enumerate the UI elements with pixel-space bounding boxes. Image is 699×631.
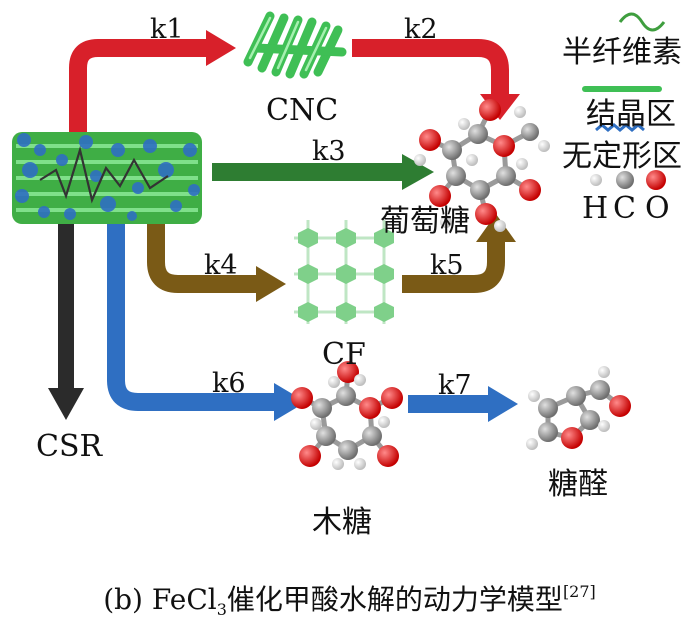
node-glucose-label: 葡萄糖: [380, 204, 470, 239]
node-cf-label: CF: [322, 337, 366, 372]
arrow-k5: [402, 240, 505, 293]
arrow-k1: [69, 39, 208, 133]
arrow-k4: [147, 220, 258, 293]
legend-crystalline-label: 结晶区: [586, 97, 676, 132]
arrow-k6-head: [274, 383, 306, 421]
cf-lattice-icon: [294, 220, 394, 324]
legend-amorphous-label: 无定形区: [562, 139, 682, 174]
label-k4: k4: [204, 250, 238, 281]
biomass-bundle-icon: [12, 132, 202, 224]
node-xylose-label: 木糖: [312, 505, 372, 540]
label-k7: k7: [438, 370, 472, 401]
legend-hemicellulose-icon: [618, 12, 666, 32]
caption-text: 催化甲酸水解的动力学模型: [226, 583, 563, 616]
label-k3: k3: [312, 136, 346, 167]
arrow-k1-head: [206, 30, 236, 66]
glucose-molecule-icon: [414, 99, 550, 232]
node-furfural-label: 糖醛: [548, 467, 608, 502]
caption-prefix: (b) FeCl: [103, 583, 217, 616]
arrow-k2: [352, 39, 509, 96]
legend-h-label: H: [582, 191, 609, 226]
legend-o-atom-icon: [646, 170, 666, 190]
caption-reference: [27]: [562, 582, 596, 601]
figure-caption: (b) FeCl3催化甲酸水解的动力学模型[27]: [0, 578, 699, 619]
arrow-csr-head: [48, 388, 84, 420]
caption-subscript: 3: [216, 600, 227, 619]
node-csr-label: CSR: [36, 429, 103, 464]
label-k6: k6: [212, 368, 246, 399]
cnc-icon: [243, 11, 347, 79]
arrow-k7-head: [488, 386, 518, 422]
legend-amorphous-icon: [595, 123, 645, 132]
xylose-molecule-icon: [291, 361, 403, 470]
legend-c-label: C: [613, 191, 636, 226]
arrow-k6: [107, 222, 276, 411]
legend-h-atom-icon: [590, 174, 602, 186]
legend-hemicellulose-label: 半纤维素: [562, 35, 682, 70]
arrow-k4-head: [256, 266, 286, 302]
arrow-k3-head: [402, 154, 434, 190]
node-cnc-label: CNC: [266, 93, 339, 128]
furfural-molecule-icon: [526, 366, 631, 450]
label-k2: k2: [404, 14, 438, 45]
legend-o-label: O: [645, 191, 670, 226]
label-k1: k1: [150, 14, 184, 45]
label-k5: k5: [430, 250, 464, 281]
legend-crystalline-icon: [582, 86, 662, 92]
legend-c-atom-icon: [616, 171, 634, 189]
